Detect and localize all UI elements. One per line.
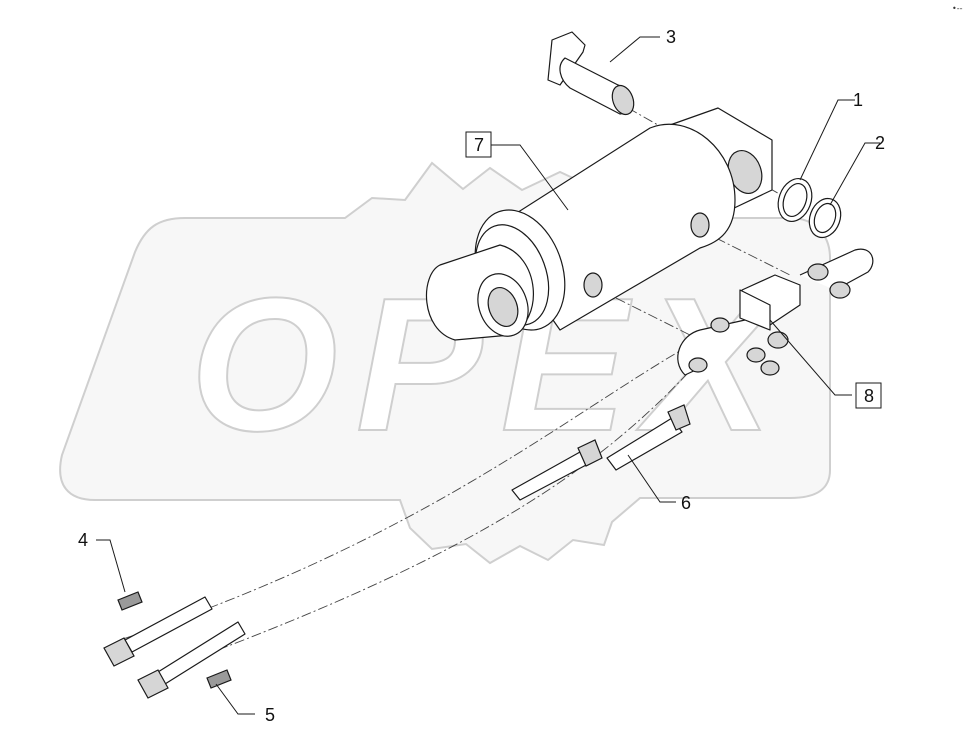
valve-block-assembly bbox=[677, 248, 874, 376]
tube-fittings bbox=[511, 404, 691, 501]
hydraulic-cylinder bbox=[425, 107, 773, 341]
callout-7-box bbox=[465, 131, 492, 158]
callout-8: 8 bbox=[864, 386, 874, 406]
centerline-ports bbox=[699, 229, 791, 276]
callout-6: 6 bbox=[681, 493, 691, 513]
callout-7: 7 bbox=[474, 135, 484, 155]
leader-lines bbox=[96, 36, 880, 715]
corner-mark: •‑- bbox=[952, 4, 963, 13]
callout-2: 2 bbox=[875, 133, 885, 153]
hose-clip-4 bbox=[117, 591, 143, 611]
washer-ring bbox=[777, 178, 813, 222]
callout-3: 3 bbox=[666, 27, 676, 47]
centerline-port-lower bbox=[599, 289, 701, 341]
centerline-hose-upper bbox=[119, 344, 691, 641]
hose-clip-5 bbox=[206, 669, 232, 689]
callout-4: 4 bbox=[78, 530, 88, 550]
centerline-hose-lower bbox=[149, 359, 701, 676]
hydraulic-hoses bbox=[103, 596, 246, 699]
snap-ring bbox=[808, 197, 842, 239]
callout-1: 1 bbox=[853, 90, 863, 110]
clevis-pin bbox=[547, 31, 635, 116]
callout-5: 5 bbox=[265, 705, 275, 725]
callout-8-box bbox=[855, 382, 882, 409]
